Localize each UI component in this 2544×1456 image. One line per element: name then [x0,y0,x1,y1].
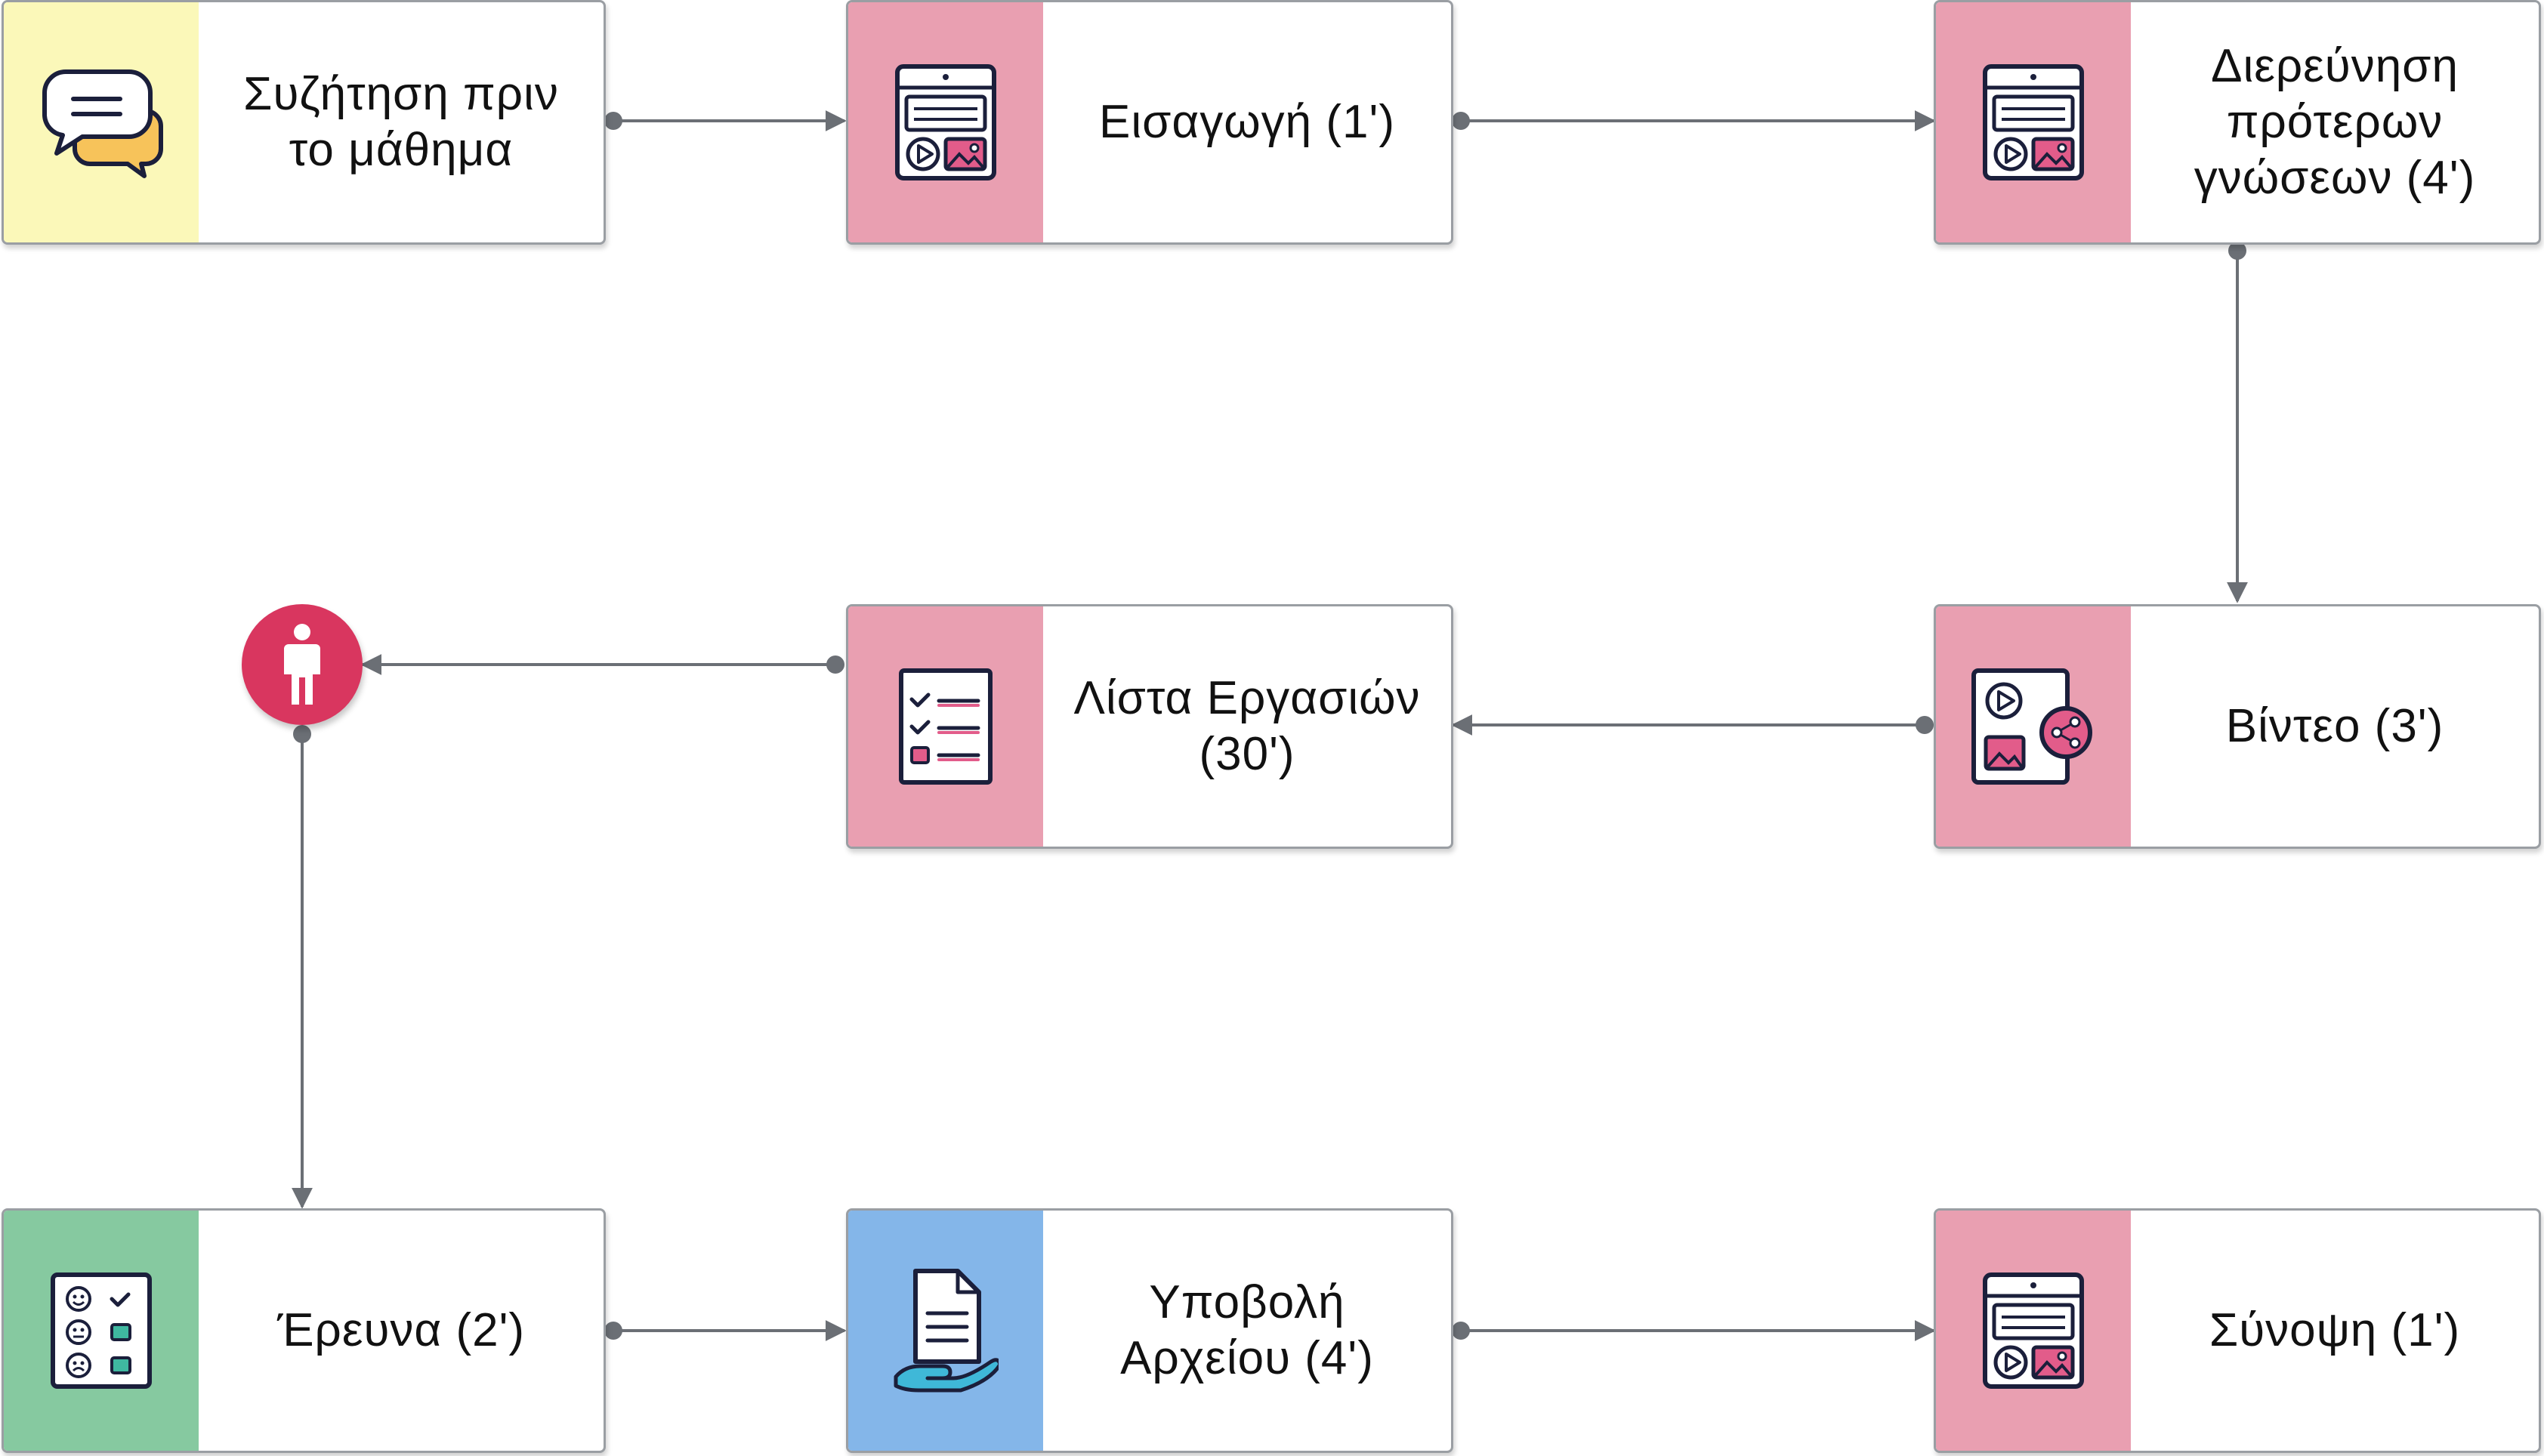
node-introduction[interactable]: Εισαγωγή (1') [846,0,1453,245]
node-label: Βίντεο (3') [2225,700,2444,752]
node-label: Διερεύνηση πρότερων γνώσεων (4') [2194,40,2476,204]
node-file-submission[interactable]: Υποβολή Αρχείου (4') [846,1208,1453,1453]
checklist-icon [899,668,993,785]
node-task-list[interactable]: Λίστα Εργασιών (30') [846,604,1453,849]
node-label: Σύνοψη (1') [2209,1304,2461,1356]
node-label: Εισαγωγή (1') [1099,96,1395,148]
multimedia-page-icon [895,64,996,180]
node-label: Λίστα Εργασιών (30') [1073,672,1421,780]
survey-icon [51,1272,152,1389]
video-share-icon [1971,668,2092,785]
person-icon [284,624,320,705]
multimedia-page-icon [1983,1272,2084,1389]
node-pre-lesson-discussion[interactable]: Συζήτηση πριν το μάθημα [2,0,606,245]
node-band [848,2,1043,242]
file-submit-icon [894,1269,999,1393]
person-node[interactable] [242,604,363,725]
node-summary[interactable]: Σύνοψη (1') [1934,1208,2541,1453]
node-label: Συζήτηση πριν το μάθημα [243,68,559,176]
node-video[interactable]: Βίντεο (3') [1934,604,2541,849]
node-band [848,606,1043,847]
node-band [4,2,199,242]
multimedia-page-icon [1983,64,2084,180]
node-band [1936,606,2131,847]
node-survey[interactable]: Έρευνα (2') [2,1208,606,1453]
node-band [1936,1211,2131,1451]
node-label: Έρευνα (2') [276,1304,526,1356]
node-label: Υποβολή Αρχείου (4') [1120,1276,1374,1384]
node-band [1936,2,2131,242]
node-prior-knowledge[interactable]: Διερεύνηση πρότερων γνώσεων (4') [1934,0,2541,245]
node-band [848,1211,1043,1451]
chat-bubbles-icon [42,69,163,178]
node-band [4,1211,199,1451]
